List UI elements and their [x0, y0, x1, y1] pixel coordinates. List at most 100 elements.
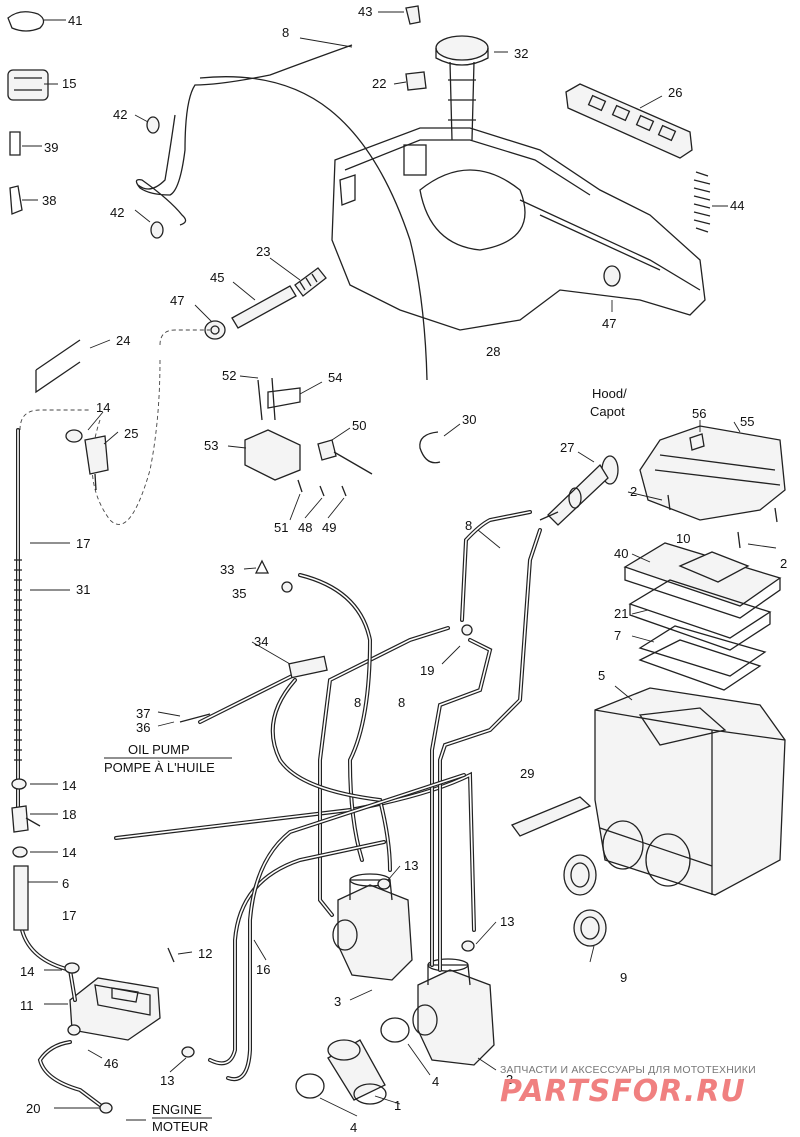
callout-14-c: 14 [62, 845, 76, 860]
callout-34: 34 [254, 634, 268, 649]
callout-9: 9 [620, 970, 627, 985]
callout-7: 7 [614, 628, 621, 643]
callout-4-b: 4 [350, 1120, 357, 1135]
callout-8-c: 8 [354, 695, 361, 710]
callout-22: 22 [372, 76, 386, 91]
choke-lever-27 [539, 455, 619, 526]
callout-1: 1 [394, 1098, 401, 1113]
intake-1 [327, 1039, 387, 1105]
label-plate-24 [35, 339, 81, 394]
callout-8-a: 8 [282, 25, 289, 40]
label-hood: Hood/ [592, 386, 627, 401]
grommet-42 [146, 116, 164, 239]
callout-29: 29 [520, 766, 534, 781]
callout-25: 25 [124, 426, 138, 441]
callout-6: 6 [62, 876, 69, 891]
callout-33: 33 [220, 562, 234, 577]
callout-2-b: 2 [780, 556, 787, 571]
clip-38 [9, 185, 23, 215]
plug-43 [405, 5, 421, 25]
cable-8-top [135, 44, 428, 381]
label-engine: ENGINE [152, 1102, 202, 1117]
watermark-tagline: ЗАПЧАСТИ И АКСЕССУАРЫ ДЛЯ МОТОТЕХНИКИ [500, 1064, 756, 1076]
screws-2 [667, 494, 778, 549]
fittings-misc [67, 559, 475, 1114]
label-moteur: MOTEUR [152, 1119, 208, 1134]
connector-15 [7, 69, 49, 101]
callout-20: 20 [26, 1101, 40, 1116]
callout-37: 37 [136, 706, 150, 721]
callout-51: 51 [274, 520, 288, 535]
callout-11: 11 [20, 998, 34, 1013]
callout-5: 5 [598, 668, 605, 683]
callout-35: 35 [232, 586, 246, 601]
callout-48: 48 [298, 520, 312, 535]
grommet-47-right [603, 265, 621, 287]
callout-31: 31 [76, 582, 90, 597]
tee-fitting-18 [11, 778, 80, 974]
callout-14-b: 14 [62, 778, 76, 793]
callout-36: 36 [136, 720, 150, 735]
screws-51-48-49 [297, 479, 347, 497]
callout-56: 56 [692, 406, 706, 421]
callout-38: 38 [42, 193, 56, 208]
callout-3-b: 3 [506, 1072, 513, 1087]
callout-17-a: 17 [76, 536, 90, 551]
callout-43: 43 [358, 4, 372, 19]
air-filter-stack [623, 542, 782, 691]
bracket-29 [510, 796, 592, 837]
callout-53: 53 [204, 438, 218, 453]
callout-44: 44 [730, 198, 744, 213]
callout-27: 27 [560, 440, 574, 455]
label-oil-pump: OIL PUMP [128, 742, 190, 757]
watermark: ЗАПЧАСТИ И АКСЕССУАРЫ ДЛЯ МОТОТЕХНИКИ PA… [500, 1064, 800, 1109]
callout-numbers: 41 15 39 38 42 42 8 43 22 32 26 44 47 23… [20, 4, 787, 1135]
callout-42-a: 42 [113, 107, 127, 122]
oil-line-34 [179, 581, 328, 723]
callout-42-b: 42 [110, 205, 124, 220]
fuel-tank [331, 127, 706, 331]
oil-pump-11 [69, 977, 161, 1041]
callout-10: 10 [676, 531, 690, 546]
filler-cap [435, 35, 489, 141]
callout-3-a: 3 [334, 994, 341, 1009]
callout-13-b: 13 [500, 914, 514, 929]
callout-41: 41 [68, 13, 82, 28]
spring [693, 171, 711, 233]
fuel-filter-25 [65, 429, 109, 491]
grommet-22 [405, 71, 427, 91]
label-pompe-huile: POMPE À L'HUILE [104, 760, 215, 775]
text-labels: Hood/ Capot OIL PUMP POMPE À L'HUILE ENG… [104, 386, 627, 1134]
clamp-41 [7, 11, 45, 32]
primer-53 [244, 377, 301, 481]
hood-55 [639, 425, 786, 521]
hoses [14, 428, 542, 1110]
dashed-outline [19, 329, 210, 525]
callout-21: 21 [614, 606, 628, 621]
leader-lines [22, 11, 777, 1121]
grommet-47-left [204, 320, 226, 340]
callout-23: 23 [256, 244, 270, 259]
callout-8-d: 8 [398, 695, 405, 710]
tank-strap [565, 83, 693, 159]
callout-8-b: 8 [465, 518, 472, 533]
callout-47-b: 47 [170, 293, 184, 308]
callout-40: 40 [614, 546, 628, 561]
callout-14-d: 14 [20, 964, 34, 979]
tube-45 [231, 285, 297, 329]
callout-18: 18 [62, 807, 76, 822]
callout-54: 54 [328, 370, 342, 385]
callout-4-a: 4 [432, 1074, 439, 1089]
callout-49: 49 [322, 520, 336, 535]
callout-17-b: 17 [62, 908, 76, 923]
callout-12: 12 [198, 946, 212, 961]
callout-45: 45 [210, 270, 224, 285]
callout-24: 24 [116, 333, 130, 348]
choke-50 [317, 439, 373, 475]
callout-32: 32 [514, 46, 528, 61]
callout-39: 39 [44, 140, 58, 155]
callout-30: 30 [462, 412, 476, 427]
clip-39 [9, 131, 21, 156]
carburetor-3-b [412, 958, 495, 1066]
